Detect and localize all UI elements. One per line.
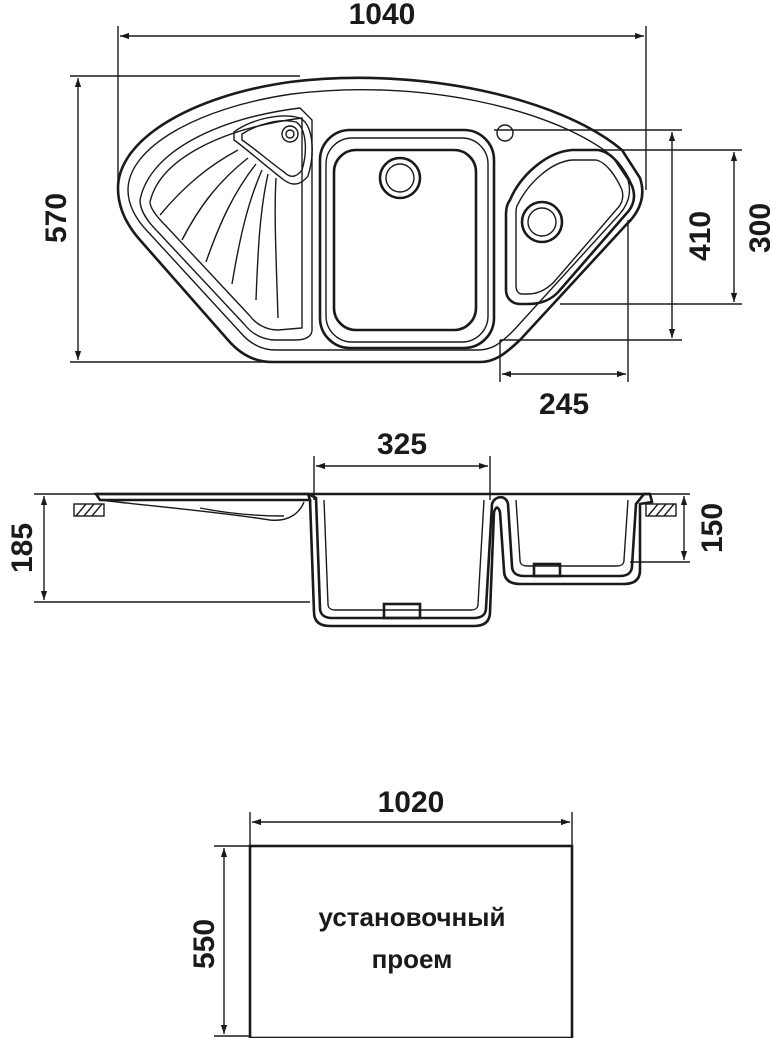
sink-inner-contour <box>127 89 631 351</box>
main-drain-icon <box>378 156 422 200</box>
tap-hole-icon <box>281 125 299 143</box>
main-bowl-outer <box>318 128 496 350</box>
small-bowl-outer <box>504 148 636 306</box>
section-main-bowl-inner <box>323 499 485 611</box>
top-extension-lines <box>70 26 742 382</box>
section-drainboard <box>99 499 305 521</box>
cutout-width-label: 1020 <box>378 786 445 819</box>
total-depth-label: 185 <box>6 523 39 573</box>
countertop-left <box>73 503 105 517</box>
section-view: 325 185 150 <box>6 428 729 628</box>
width-label: 1040 <box>349 0 416 31</box>
cutout-caption-line2: проем <box>372 944 453 974</box>
tap-hole-inner-icon <box>285 129 295 139</box>
bowl-width-label: 325 <box>377 428 427 461</box>
small-bowl-inner <box>515 159 624 295</box>
main-drain-inner-icon <box>385 163 415 193</box>
tap-plate <box>233 115 313 185</box>
small-bowl-height-label: 300 <box>744 203 770 253</box>
overflow-hole-icon <box>496 124 514 142</box>
cutout-rectangle <box>248 844 574 1038</box>
countertop-right <box>645 503 677 517</box>
small-drain-icon <box>520 200 564 244</box>
small-drain-inner-icon <box>527 207 557 237</box>
bowl-height-label: 410 <box>684 211 717 261</box>
height-label: 570 <box>40 193 73 243</box>
section-main-drain <box>382 602 422 620</box>
cutout-extension-lines <box>214 812 573 1037</box>
cutout-view: 1020 550 установочный проем <box>188 786 574 1038</box>
tap-plate-inner <box>241 120 307 177</box>
section-small-bowl-inner <box>515 499 629 567</box>
cutout-height-label: 550 <box>188 919 221 969</box>
main-bowl-inner <box>332 148 478 332</box>
small-bowl-width-label: 245 <box>539 388 589 421</box>
sink-outer-contour <box>116 76 644 364</box>
main-bowl-rim <box>325 137 489 343</box>
top-view: 1040 570 410 300 245 <box>40 0 770 421</box>
drainboard <box>139 107 313 341</box>
cutout-caption-line1: установочный <box>319 902 506 932</box>
drainboard-inner <box>149 117 303 331</box>
section-extension-lines <box>34 456 690 603</box>
section-small-drain <box>532 562 562 578</box>
drainboard-grooves <box>159 149 279 319</box>
small-depth-label: 150 <box>696 503 729 553</box>
